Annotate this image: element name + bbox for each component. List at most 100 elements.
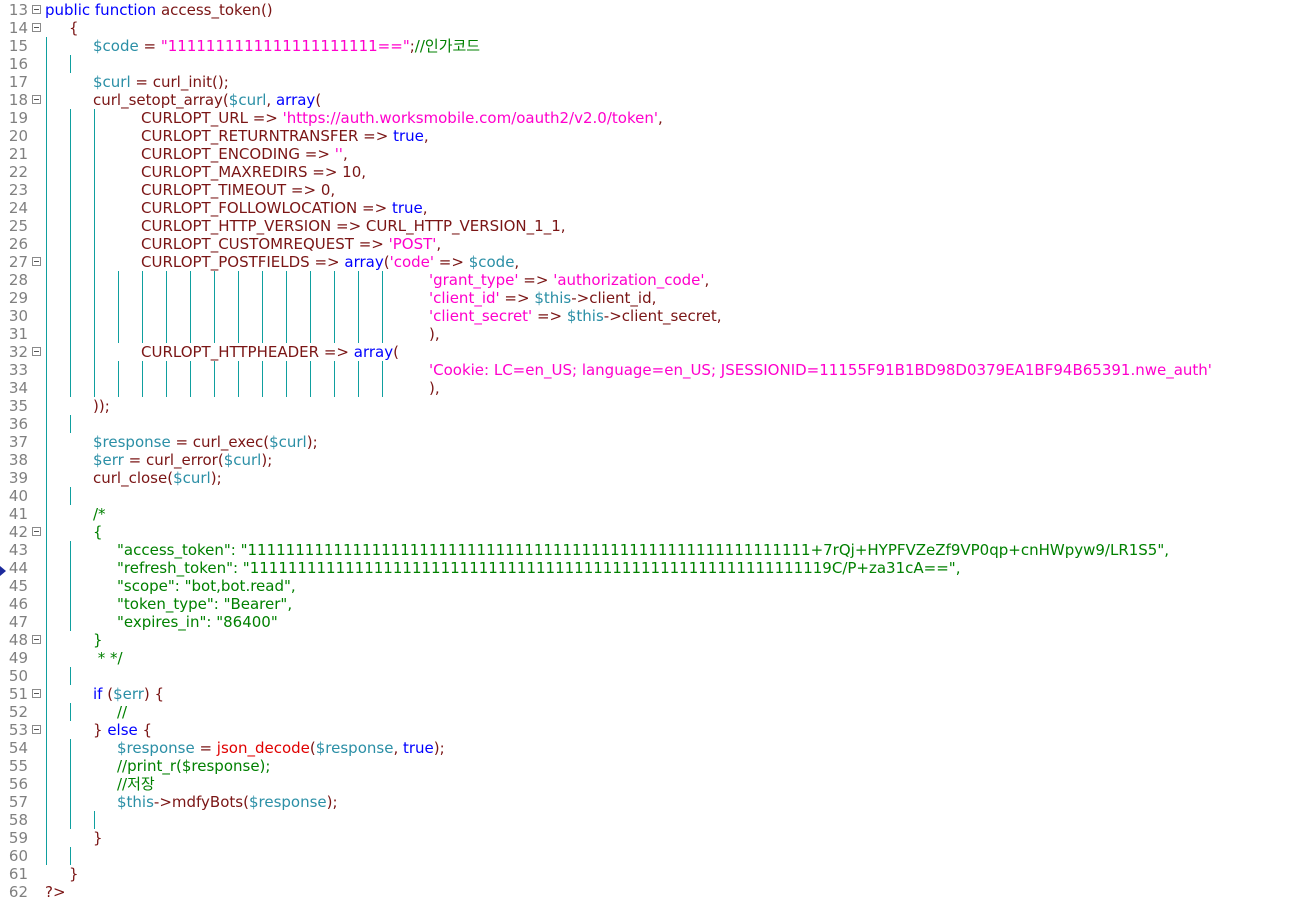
code-line[interactable]: 40	[0, 487, 1289, 505]
code-line[interactable]: 35));	[0, 397, 1289, 415]
code-line[interactable]: 38$err = curl_error($curl);	[0, 451, 1289, 469]
code-line[interactable]: 14{	[0, 19, 1289, 37]
code-line[interactable]: 36	[0, 415, 1289, 433]
indent-guide	[262, 271, 263, 289]
indent-guide	[94, 343, 95, 361]
code-token: (	[309, 739, 316, 757]
code-line[interactable]: 33'Cookie: LC=en_US; language=en_US; JSE…	[0, 361, 1289, 379]
code-line[interactable]: 58	[0, 811, 1289, 829]
code-line[interactable]: 41/*	[0, 505, 1289, 523]
fold-toggle-icon[interactable]	[32, 527, 41, 536]
fold-toggle-icon[interactable]	[32, 23, 41, 32]
code-line[interactable]: 60	[0, 847, 1289, 865]
code-line[interactable]: 37$response = curl_exec($curl);	[0, 433, 1289, 451]
code-token: CURLOPT_HTTP_VERSION => CURL_HTTP_VERSIO…	[141, 217, 566, 235]
indent-guide	[166, 379, 167, 397]
code-line[interactable]: 28'grant_type' => 'authorization_code',	[0, 271, 1289, 289]
indent-guide	[70, 793, 71, 811]
line-number: 15	[8, 37, 28, 55]
code-text: 'grant_type' => 'authorization_code',	[429, 271, 1289, 289]
code-line[interactable]: 59}	[0, 829, 1289, 847]
indent-guide	[382, 289, 383, 307]
indent-guide	[214, 271, 215, 289]
code-line[interactable]: 49 * */	[0, 649, 1289, 667]
code-line[interactable]: 48}	[0, 631, 1289, 649]
code-token: array	[344, 253, 384, 271]
line-number: 55	[8, 757, 28, 775]
code-line[interactable]: 44"refresh_token": "11111111111111111111…	[0, 559, 1289, 577]
indent-guide	[286, 325, 287, 343]
indent-guide	[46, 271, 47, 289]
code-line[interactable]: 45"scope": "bot,bot.read",	[0, 577, 1289, 595]
indent-guide	[382, 271, 383, 289]
fold-toggle-icon[interactable]	[32, 725, 41, 734]
indent-guide	[70, 109, 71, 127]
code-line[interactable]: 30'client_secret' => $this->client_secre…	[0, 307, 1289, 325]
fold-toggle-icon[interactable]	[32, 635, 41, 644]
indent-guide	[262, 325, 263, 343]
code-line[interactable]: 56//저장	[0, 775, 1289, 793]
code-line[interactable]: 53} else {	[0, 721, 1289, 739]
indent-guide	[286, 307, 287, 325]
code-line[interactable]: 17$curl = curl_init();	[0, 73, 1289, 91]
code-line[interactable]: 50	[0, 667, 1289, 685]
indent-guide	[46, 757, 47, 775]
fold-toggle-icon[interactable]	[32, 689, 41, 698]
indent-guide	[70, 361, 71, 379]
indent-guide	[70, 541, 71, 559]
indent-guide	[70, 559, 71, 577]
code-token: ->client_secret,	[603, 307, 722, 325]
indent-guide	[238, 379, 239, 397]
code-line[interactable]: 46"token_type": "Bearer",	[0, 595, 1289, 613]
code-token: 'authorization_code'	[553, 271, 705, 289]
code-line[interactable]: 42{	[0, 523, 1289, 541]
code-line[interactable]: 34),	[0, 379, 1289, 397]
code-text: * */	[93, 649, 1289, 667]
code-line[interactable]: 61}	[0, 865, 1289, 883]
code-line[interactable]: 15$code = "1111111111111111111111==";//인…	[0, 37, 1289, 55]
fold-toggle-icon[interactable]	[32, 95, 41, 104]
code-line[interactable]: 16	[0, 55, 1289, 73]
code-token: CURLOPT_MAXREDIRS => 10,	[141, 163, 367, 181]
code-line[interactable]: 52//	[0, 703, 1289, 721]
code-line[interactable]: 31),	[0, 325, 1289, 343]
fold-toggle-icon[interactable]	[32, 5, 41, 14]
code-line[interactable]: 43"access_token": "111111111111111111111…	[0, 541, 1289, 559]
code-line[interactable]: 29 'client_id' => $this->client_id,	[0, 289, 1289, 307]
indent-guide	[46, 397, 47, 415]
indent-guide	[286, 289, 287, 307]
code-line[interactable]: 54$response = json_decode($response, tru…	[0, 739, 1289, 757]
indent-guide	[46, 775, 47, 793]
code-line[interactable]: 55//print_r($response);	[0, 757, 1289, 775]
indent-guide	[70, 289, 71, 307]
line-number: 29	[8, 289, 28, 307]
line-number: 37	[8, 433, 28, 451]
fold-toggle-icon[interactable]	[32, 257, 41, 266]
code-line[interactable]: 57$this->mdfyBots($response);	[0, 793, 1289, 811]
code-line[interactable]: 47"expires_in": "86400"	[0, 613, 1289, 631]
code-token: array	[275, 91, 316, 109]
indent-guide	[118, 379, 119, 397]
indent-guide	[46, 631, 47, 649]
fold-toggle-icon[interactable]	[32, 347, 41, 356]
line-number: 35	[8, 397, 28, 415]
code-line[interactable]: 62?>	[0, 883, 1289, 901]
indent-guide	[70, 595, 71, 613]
code-text: 'client_id' => $this->client_id,	[429, 289, 1289, 307]
indent-guide	[166, 361, 167, 379]
